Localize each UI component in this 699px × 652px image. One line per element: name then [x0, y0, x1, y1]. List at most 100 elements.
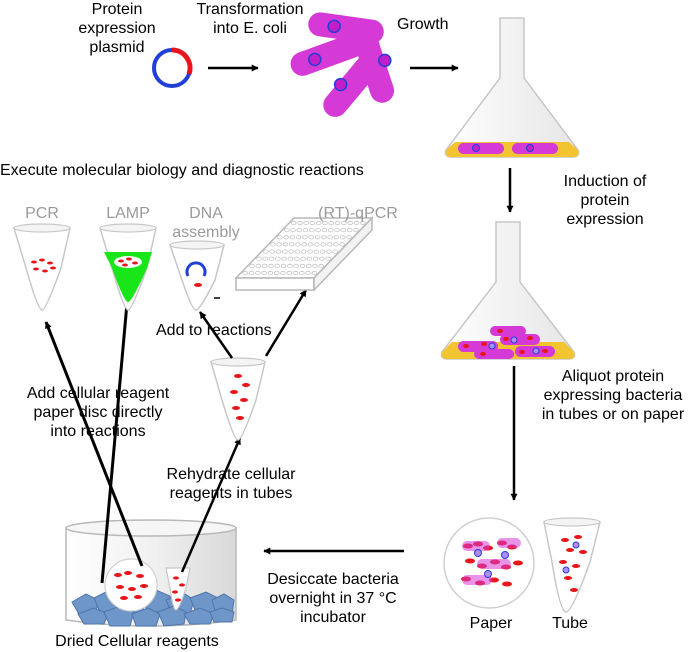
arrow-to-dna-assembly: [198, 311, 234, 359]
plate-well: [286, 270, 293, 276]
plate-well: [300, 249, 307, 254]
plate-well: [287, 256, 294, 261]
plate-well: [249, 263, 255, 268]
induction-label: Induction of protein expression: [563, 173, 647, 228]
ecoli-bacteria-icon: [290, 12, 395, 117]
plate-well: [312, 263, 318, 268]
tube-label: Tube: [552, 615, 588, 632]
plate-well: [300, 256, 306, 261]
plate-well: [282, 242, 289, 247]
plate-well: [332, 242, 339, 247]
plate-well: [327, 235, 333, 240]
plate-well: [307, 249, 313, 254]
plate-well: [319, 256, 325, 261]
aliquot-tube-icon: [543, 517, 601, 613]
desiccate-label: Desiccate bacteria overnight in 37 °C in…: [267, 571, 399, 626]
plate-well: [315, 220, 322, 226]
plate-well: [280, 263, 287, 268]
plate-well: [295, 242, 301, 247]
desiccator-container-icon: [65, 519, 237, 627]
plate-well: [283, 228, 290, 233]
plate-well: [333, 235, 340, 240]
plate-well: [326, 242, 333, 247]
plate-well: [326, 249, 332, 254]
plate-well: [292, 270, 299, 276]
plate-well: [290, 228, 296, 233]
plate-well: [299, 263, 306, 268]
dna-assembly-tube-icon: [168, 240, 225, 311]
plate-well: [359, 220, 366, 226]
plate-well: [346, 235, 352, 240]
plate-well: [314, 242, 320, 247]
plate-well: [281, 256, 288, 261]
plate-well: [296, 228, 303, 233]
pcr-tube-icon: [12, 223, 71, 311]
plate-well: [347, 220, 354, 226]
plate-well: [276, 242, 282, 247]
plate-well: [262, 256, 269, 261]
plate-well: [308, 228, 315, 233]
plate-well: [340, 228, 347, 233]
arrow-disc-to-lamp: [100, 291, 131, 584]
plate-well: [255, 263, 262, 268]
add-to-reactions-label: Add to reactions: [156, 322, 272, 339]
plate-well: [314, 235, 321, 240]
lamp-tube-icon: [98, 223, 157, 311]
plasmid-label: Protein expression plasmid: [78, 1, 156, 56]
plate-well: [267, 270, 274, 276]
plate-well: [268, 263, 274, 268]
plate-well: [311, 270, 318, 276]
plate-well: [280, 270, 286, 276]
plate-well: [289, 235, 296, 240]
plate-well: [275, 249, 282, 254]
plate-well: [274, 263, 281, 268]
add-disc-label: Add cellular reagent paper disc directly…: [26, 385, 170, 440]
plate-well: [254, 270, 261, 276]
plate-well: [275, 256, 281, 261]
plate-well: [334, 220, 341, 226]
lamp-label: LAMP: [106, 205, 150, 222]
plate-well: [339, 235, 346, 240]
aliquot-label: Aliquot protein expressing bacteria in t…: [541, 368, 685, 423]
plate-well: [261, 270, 267, 276]
plate-well: [328, 220, 335, 226]
growth-flask-icon: [444, 17, 580, 158]
plate-well: [339, 242, 345, 247]
growth-label: Growth: [397, 16, 449, 33]
plate-well: [320, 242, 327, 247]
plate-well: [294, 249, 301, 254]
plate-well: [334, 228, 340, 233]
plate-well: [353, 220, 360, 226]
qpcr-plate-icon: [234, 216, 374, 292]
plasmid-icon: [152, 47, 193, 88]
arrow-to-qpcr: [264, 289, 308, 357]
plate-well: [288, 249, 294, 254]
dried-reagents-label: Dried Cellular reagents: [55, 633, 219, 650]
plate-well: [308, 235, 315, 240]
plate-well: [325, 256, 332, 261]
plate-well: [353, 228, 359, 233]
paper-disc-icon: [443, 517, 535, 609]
plate-well: [270, 242, 276, 247]
plate-well: [306, 256, 313, 261]
dna-assembly-label: DNA assembly: [172, 205, 240, 241]
plate-well: [307, 242, 314, 247]
plate-well: [268, 256, 275, 261]
plate-well: [302, 235, 308, 240]
plate-well: [248, 270, 255, 276]
plate-well: [297, 220, 303, 226]
paper-label: Paper: [469, 615, 513, 632]
plate-well: [293, 263, 300, 268]
plate-well: [298, 270, 305, 276]
plate-well: [320, 235, 327, 240]
plate-well: [309, 220, 316, 226]
rehydration-tube-icon: [210, 357, 266, 441]
pcr-label: PCR: [25, 205, 59, 222]
plate-well: [321, 228, 328, 233]
plate-well: [276, 235, 283, 240]
induced-flask-icon: [440, 221, 576, 360]
plate-well: [318, 263, 325, 268]
plate-well: [287, 263, 293, 268]
qpcr-label: (RT)-qPCR: [318, 205, 398, 222]
